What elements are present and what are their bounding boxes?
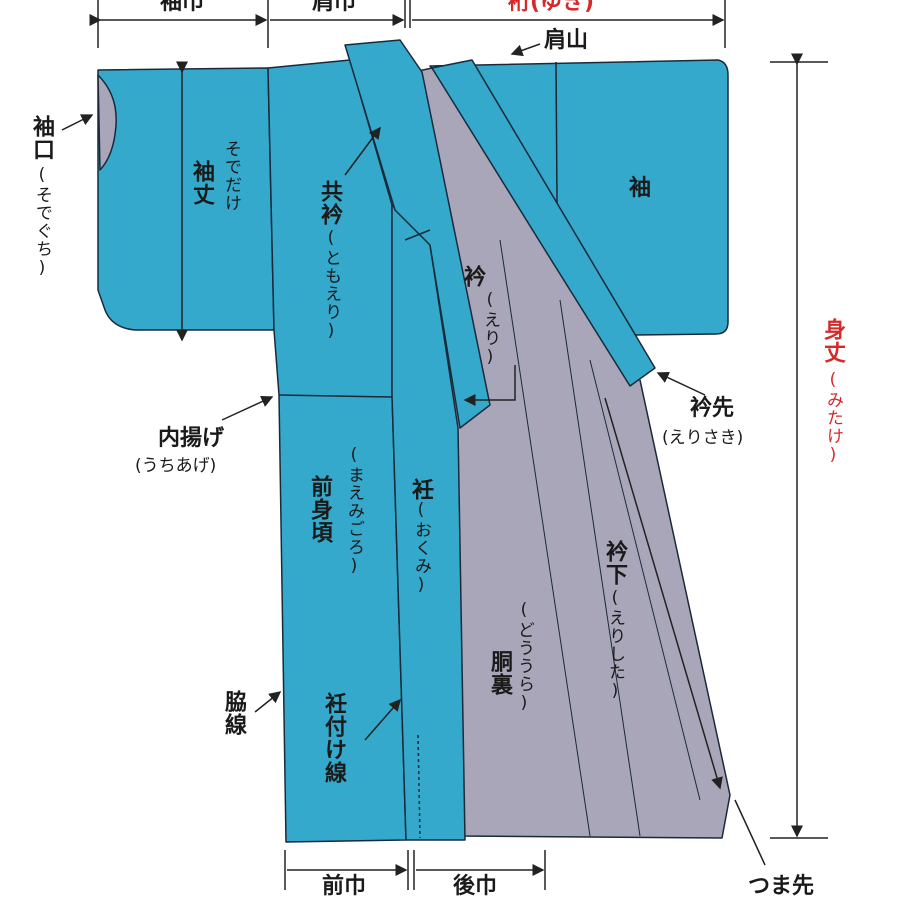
label-maemigoro: 前身頃 (307, 475, 332, 544)
label-ushiro-haba: 後巾 (453, 874, 498, 899)
label-mitake-kana: (みたけ) (823, 370, 843, 466)
label-tomoeri: 共衿 (317, 180, 342, 226)
label-tomoeri-kana: (ともえり) (321, 228, 341, 342)
label-okumitsukesen: 衽付け線 (321, 692, 346, 784)
label-douura-kana: (どううら) (514, 600, 534, 714)
label-katayama: 肩山 (544, 28, 589, 53)
label-okumi: 衽 (408, 478, 433, 501)
left-sleeve (97, 67, 275, 331)
collar-seam (404, 229, 431, 241)
label-sode-haba: 袖巾 (160, 0, 205, 15)
tomoeri-collar (344, 39, 491, 429)
label-erishita-kana: (えりした) (605, 588, 625, 702)
uchiage-line (278, 394, 393, 398)
label-mitake: 身丈 (820, 318, 845, 364)
right-collar (431, 59, 656, 387)
label-wakisen: 脇線 (221, 690, 246, 736)
label-erisaki: 衿先 (690, 396, 735, 421)
label-kata-haba: 肩巾 (312, 0, 357, 15)
label-maemigoro-kana: (まえみごろ) (344, 445, 364, 577)
label-eri-kana: (えり) (480, 290, 500, 368)
label-mae-haba: 前巾 (322, 874, 367, 899)
label-douura: 胴裏 (487, 650, 512, 696)
label-uchiage-kana: (うちあげ) (135, 456, 217, 476)
label-uchiage: 内揚げ (158, 426, 225, 451)
label-sode: 袖 (629, 176, 652, 201)
label-sodetake-kana: そでだけ (221, 140, 241, 212)
label-eri: 衿 (460, 265, 485, 288)
label-okumi-kana: (おくみ) (411, 500, 431, 596)
label-sodeguchi: 袖口 (29, 115, 54, 161)
label-sodeguchi-kana: (そでぐち) (32, 165, 52, 279)
label-sodetake: 袖丈 (189, 160, 214, 206)
dotted-line (417, 734, 421, 839)
label-erishita: 衿下 (602, 540, 627, 586)
sleeve-opening (97, 74, 117, 171)
label-tsumasaki: つま先 (748, 874, 815, 899)
label-erisaki-kana: (えりさき) (662, 428, 744, 448)
label-yuki: 裄(ゆき) (508, 0, 595, 15)
